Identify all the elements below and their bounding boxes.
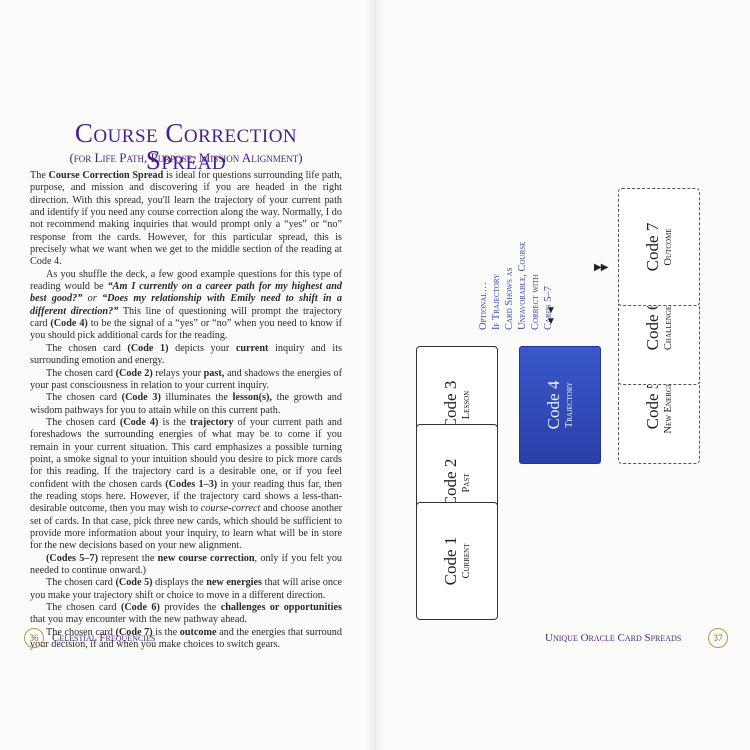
paragraph-code-2: The chosen card (Code 2) relays your pas…: [30, 367, 342, 391]
down-arrow-icon: ▼▼: [546, 305, 556, 327]
card-label: Trajectory: [563, 381, 575, 429]
right-arrow-icon: ▶▶: [594, 262, 608, 273]
card-code: Code 6: [643, 301, 663, 351]
card-label: Outcome: [662, 228, 674, 266]
paragraph-codes-5-7: (Codes 5–7) represent the new course cor…: [30, 552, 343, 576]
card-code: Code 2: [441, 458, 461, 508]
note-line: Optional…: [478, 281, 489, 330]
card-code: Code 4: [544, 380, 564, 430]
card-code: Code 5: [643, 380, 663, 430]
note-line: Unfavorable, Course: [517, 241, 528, 330]
left-page: [0, 0, 375, 750]
page-title: Course Correction Spread: [74, 118, 298, 175]
page-subtitle: (for Life Path, Purpose, Mission Alignme…: [69, 150, 303, 165]
card-label: Current: [460, 543, 472, 579]
paragraph-code-3: The chosen card (Code 3) illuminates the…: [30, 392, 342, 416]
card-label: Lesson: [460, 390, 472, 420]
card-label: New Energies: [662, 376, 674, 434]
paragraph-questions: As you shuffle the deck, a few good exam…: [30, 268, 343, 342]
paragraph-code-7: The chosen card (Code 7) is the outcome …: [30, 626, 342, 651]
paragraph-code-6: The chosen card (Code 6) provides the ch…: [30, 602, 342, 626]
book-gutter: [366, 0, 384, 750]
note-line: Correct with: [530, 274, 541, 330]
paragraph-code-5: The chosen card (Code 5) displays the ne…: [30, 577, 342, 601]
card-code: Code 3: [441, 380, 461, 430]
left-page-number: 36: [24, 628, 44, 648]
card-label: Challenges: [662, 301, 674, 351]
note-line: If Trajectory: [491, 273, 502, 330]
paragraph-code-1: The chosen card (Code 1) depicts your cu…: [30, 342, 342, 367]
paragraph-intro: The Course Correction Spread is ideal fo…: [30, 170, 342, 268]
card-code: Code 7: [643, 222, 663, 272]
paragraph-code-4: The chosen card (Code 4) is the trajecto…: [30, 416, 342, 552]
right-page-number: 37: [708, 628, 728, 648]
note-line: Card Shows as: [504, 267, 515, 330]
left-running-footer: Celestial Frequencies: [52, 632, 156, 644]
right-running-footer: Unique Oracle Card Spreads: [545, 632, 682, 644]
optional-note: Optional… If Trajectory Card Shows as Un…: [477, 220, 555, 330]
card-label: Past: [460, 473, 472, 493]
card-code: Code 1: [441, 536, 461, 586]
body-text: The Course Correction Spread is ideal fo…: [30, 170, 342, 651]
